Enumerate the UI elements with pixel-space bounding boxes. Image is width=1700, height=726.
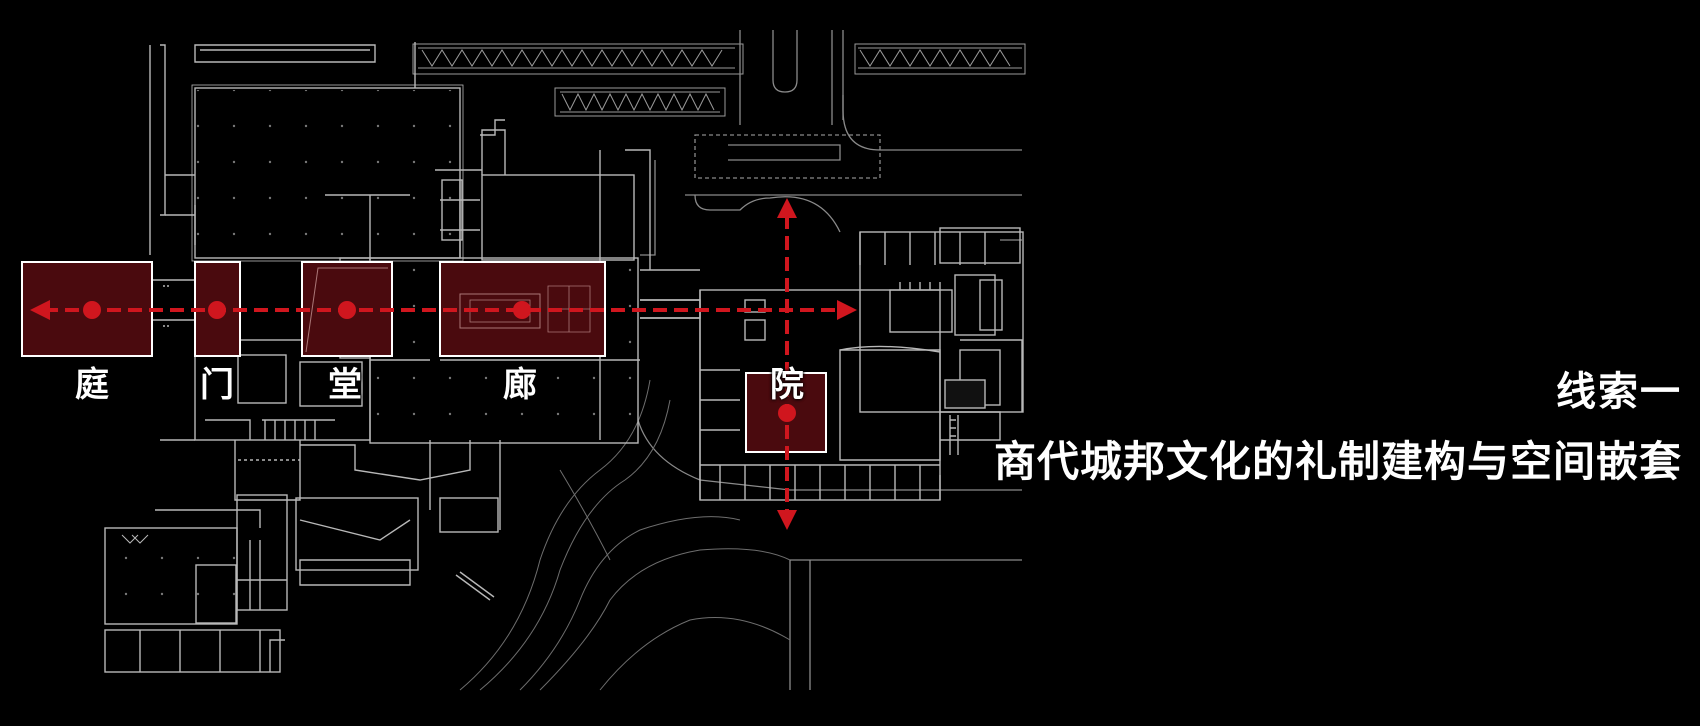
node-lang <box>513 301 531 319</box>
node-tang <box>338 301 356 319</box>
roads <box>637 30 1022 690</box>
axis-arrow-right-icon <box>837 300 857 320</box>
label-yuan: 院 <box>770 365 804 405</box>
right-courtyard-complex <box>699 227 1024 501</box>
left-lower-wing <box>160 339 501 530</box>
landscape-curves <box>459 379 791 691</box>
plan-linework <box>104 30 1026 691</box>
bottom-middle-block <box>295 497 499 601</box>
ritual-axes <box>30 198 857 530</box>
label-lang: 廊 <box>503 365 537 405</box>
label-men: 门 <box>200 365 234 405</box>
axis-arrow-up-icon <box>777 198 797 218</box>
title-line-2: 商代城邦文化的礼制建构与空间嵌套 <box>993 437 1682 486</box>
hall-block-left <box>149 42 464 262</box>
label-ting: 庭 <box>75 365 109 405</box>
bottom-left-annex <box>104 494 288 673</box>
node-yuan <box>778 404 796 422</box>
axis-arrow-down-icon <box>777 510 797 530</box>
axis-arrow-left-icon <box>30 300 50 320</box>
central-upper-block <box>435 119 651 270</box>
parking-stripes <box>412 43 1026 117</box>
label-tang: 堂 <box>328 365 362 405</box>
node-men <box>208 301 226 319</box>
node-ting <box>83 301 101 319</box>
title-line-1: 线索一 <box>1556 368 1682 415</box>
